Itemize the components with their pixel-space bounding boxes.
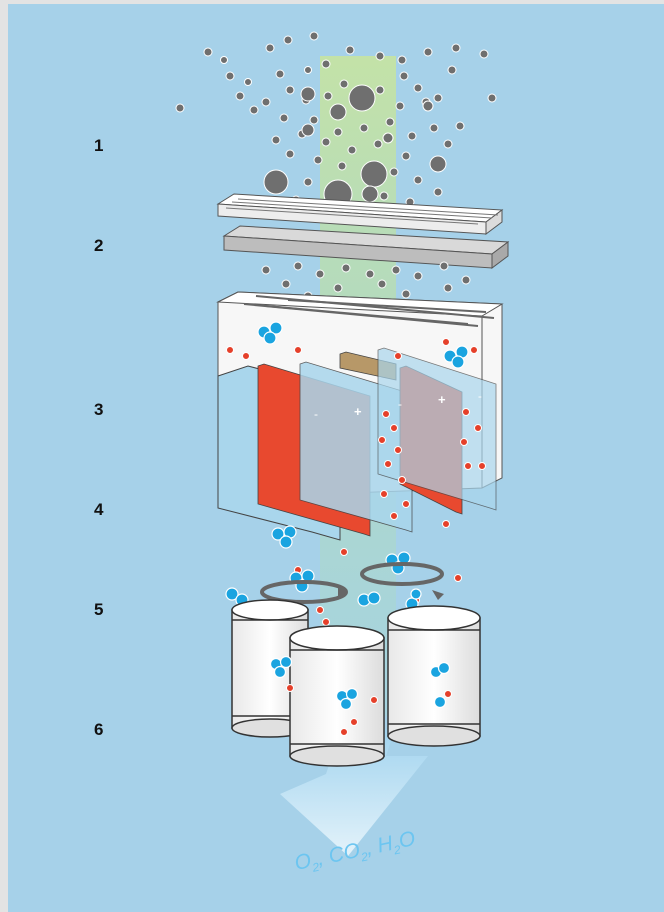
molecule-icon <box>272 526 296 548</box>
plate-minus-3: - <box>478 389 482 403</box>
diagram-frame: 1 2 3 4 5 6 <box>8 4 664 912</box>
plate-minus-1: - <box>314 407 318 421</box>
molecule-icon <box>358 592 380 606</box>
plate-plus-2: + <box>438 392 446 407</box>
plate-minus-2: - <box>398 397 402 411</box>
plate-plus-1: + <box>354 404 362 419</box>
purifier-diagram: + + - - - <box>8 4 664 912</box>
